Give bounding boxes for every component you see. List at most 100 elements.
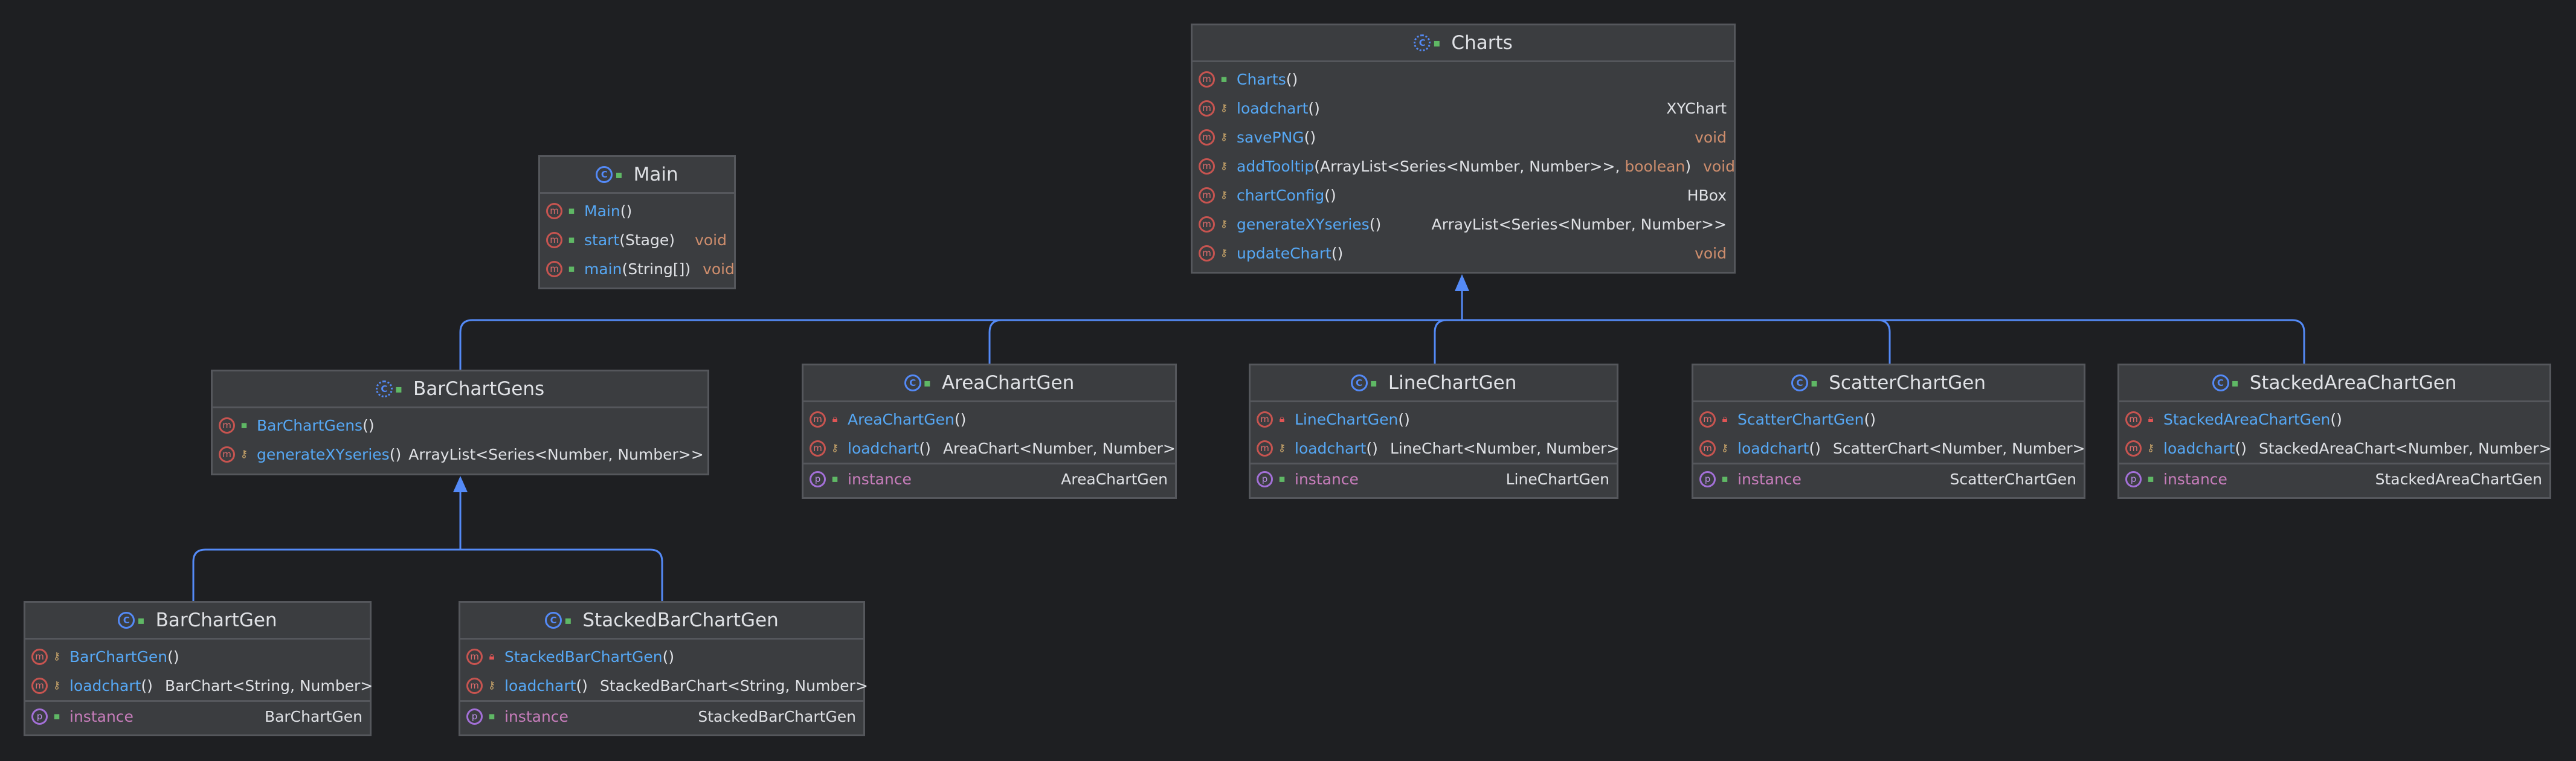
method-icon: m	[31, 648, 48, 665]
method-row[interactable]: m⚷savePNG()void	[1193, 123, 1734, 152]
class-icon: C	[1350, 374, 1368, 391]
class-name: Charts	[1451, 32, 1513, 54]
return-type: StackedBarChart<String, Number>	[599, 676, 868, 695]
method-params: ()	[362, 416, 375, 434]
method-row[interactable]: m⚷loadchart()XYChart	[1193, 94, 1734, 123]
method-row[interactable]: m⚷loadchart()ScatterChart<Number, Number…	[1693, 434, 2085, 463]
class-main[interactable]: C▪ Main m▪Main() m▪start(Stage)void m▪ma…	[538, 155, 736, 289]
class-name: LineChartGen	[1388, 372, 1517, 394]
params-keyword: boolean	[1624, 157, 1686, 175]
method-name: ScatterChartGen	[1737, 410, 1864, 428]
class-icon: C	[1791, 374, 1808, 391]
method-icon: m	[31, 677, 48, 694]
public-icon: ▪	[240, 419, 248, 431]
method-row[interactable]: m⚷chartConfig()HBox	[1193, 181, 1734, 210]
method-row[interactable]: m⚷loadchart()LineChart<Number, Number>	[1251, 434, 1619, 463]
class-areachartgen[interactable]: C▪AreaChartGen m🔒︎AreaChartGen () m⚷load…	[802, 364, 1177, 499]
methods-section: m🔒︎StackedAreaChartGen() m⚷loadchart()St…	[2119, 402, 2551, 464]
method-icon: m	[466, 648, 483, 665]
field-type: ScatterChartGen	[1950, 470, 2077, 488]
class-stackedareachartgen[interactable]: C▪StackedAreaChartGen m🔒︎StackedAreaChar…	[2117, 364, 2551, 499]
method-icon: m	[546, 260, 562, 277]
method-params: ()	[1286, 70, 1298, 88]
method-name: updateChart	[1237, 244, 1331, 262]
methods-section: m▪BarChartGens() m⚷generateXYseries ()Ar…	[213, 408, 707, 469]
public-icon: ▪	[1433, 36, 1441, 50]
methods-section: m🔒︎ScatterChartGen () m⚷loadchart()Scatt…	[1693, 402, 2085, 464]
public-icon: ▪	[488, 710, 495, 722]
method-row[interactable]: m⚷updateChart()void	[1193, 239, 1734, 268]
class-header: C▪ LineChartGen	[1251, 365, 1617, 402]
method-row[interactable]: m⚷addTooltip(ArrayList<Series<Number, Nu…	[1193, 152, 1735, 181]
params-text: (ArrayList<Series<Number, Number>>,	[1314, 157, 1625, 175]
public-icon: ▪	[2147, 473, 2154, 485]
method-row[interactable]: m▪Charts()	[1193, 65, 1734, 94]
protected-key-icon: ⚷	[53, 679, 61, 692]
protected-key-icon: ⚷	[1220, 102, 1228, 114]
method-icon: m	[2125, 440, 2142, 457]
protected-key-icon: ⚷	[2146, 442, 2155, 454]
method-icon: m	[1699, 411, 1716, 428]
method-name: AreaChartGen	[848, 410, 955, 428]
class-icon: C	[118, 612, 135, 629]
method-row[interactable]: m▪main(String[])void	[540, 254, 735, 283]
class-name: ScatterChartGen	[1829, 372, 1986, 394]
method-row[interactable]: m▪start(Stage)void	[540, 225, 734, 254]
method-params: (Stage)	[619, 231, 675, 249]
method-name: loadchart	[1237, 99, 1309, 117]
class-barchartgen[interactable]: C▪BarChartGen m⚷BarChartGen() m⚷loadchar…	[24, 601, 373, 736]
method-params: ()	[1308, 99, 1320, 117]
method-name: generateXYseries	[1237, 215, 1370, 233]
method-row[interactable]: m⚷loadchart()BarChart<String, Number>	[25, 671, 373, 700]
arrowhead-charts	[1455, 274, 1469, 291]
return-type: void	[695, 231, 727, 249]
protected-key-icon: ⚷	[831, 442, 839, 454]
method-row[interactable]: m▪BarChartGens()	[213, 411, 707, 440]
method-row[interactable]: m🔒︎LineChartGen ()	[1251, 405, 1617, 434]
method-name: chartConfig	[1237, 186, 1325, 204]
public-icon: ▪	[1370, 376, 1377, 390]
class-stackedbarchartgen[interactable]: C▪StackedBarChartGen m🔒︎StackedBarChartG…	[459, 601, 868, 736]
method-row[interactable]: m⚷generateXYseries ()ArrayList<Series<Nu…	[213, 440, 707, 469]
method-row[interactable]: m🔒︎ScatterChartGen ()	[1693, 405, 2084, 434]
method-icon: m	[1199, 71, 1215, 88]
edge-scatterchartgen-charts	[1462, 319, 1891, 364]
class-header: C▪AreaChartGen	[803, 365, 1175, 402]
class-name: StackedBarChartGen	[582, 609, 779, 631]
return-type: void	[1695, 244, 1727, 262]
field-name: instance	[69, 707, 134, 725]
public-icon: ▪	[1278, 473, 1286, 485]
field-type: LineChartGen	[1505, 470, 1609, 488]
return-type: void	[1695, 128, 1727, 146]
method-row[interactable]: m⚷BarChartGen()	[25, 642, 370, 671]
method-row[interactable]: m⚷loadchart()AreaChart<Number, Number>	[803, 434, 1176, 463]
method-row[interactable]: m▪Main()	[540, 196, 734, 225]
property-icon: p	[810, 470, 826, 487]
method-row[interactable]: m🔒︎StackedAreaChartGen()	[2119, 405, 2549, 434]
method-icon: m	[1257, 440, 1273, 457]
class-barchartgens[interactable]: C▪ BarChartGens m▪BarChartGens() m⚷gener…	[211, 370, 709, 475]
params-close: )	[1685, 157, 1692, 175]
method-row[interactable]: m⚷generateXYseries ()ArrayList<Series<Nu…	[1193, 210, 1734, 239]
method-row[interactable]: m🔒︎StackedBarChartGen()	[460, 642, 863, 671]
protected-key-icon: ⚷	[1220, 247, 1228, 259]
method-row[interactable]: m🔒︎AreaChartGen ()	[803, 405, 1175, 434]
class-linechartgen[interactable]: C▪LineChartGen m🔒︎LineChartGen () m⚷load…	[1249, 364, 1619, 499]
class-scatterchartgen[interactable]: C▪ScatterChartGen m🔒︎ScatterChartGen () …	[1692, 364, 2085, 499]
method-row[interactable]: m⚷loadchart()StackedBarChart<String, Num…	[460, 671, 868, 700]
method-row[interactable]: m⚷loadchart()StackedAreaChart<Number, Nu…	[2119, 434, 2551, 463]
public-icon: ▪	[568, 263, 575, 275]
class-charts[interactable]: C▪ Charts m▪Charts() m⚷loadchart()XYChar…	[1191, 24, 1736, 274]
class-name: BarChartGen	[155, 609, 277, 631]
public-icon: ▪	[923, 376, 931, 390]
field-name: instance	[2163, 470, 2227, 488]
return-type: ArrayList<Series<Number, Number>>	[1431, 215, 1727, 233]
